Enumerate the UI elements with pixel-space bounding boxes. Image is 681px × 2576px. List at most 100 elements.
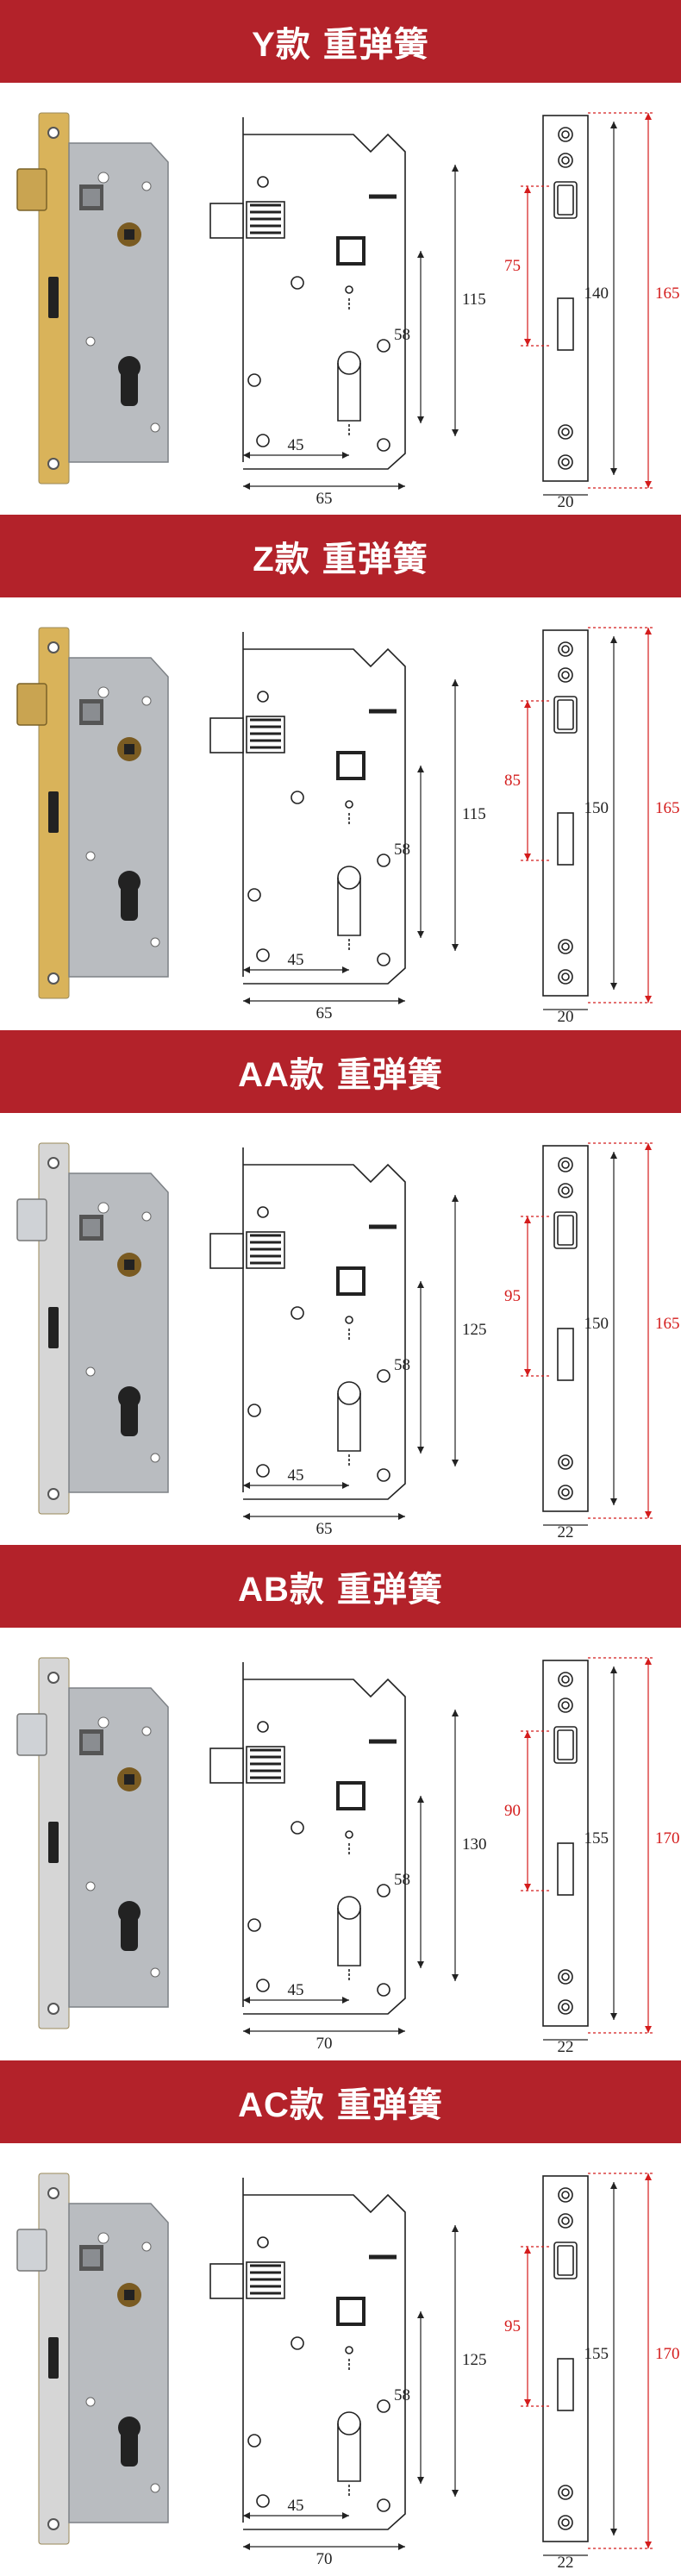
section-header: AA款 重弹簧: [0, 1030, 681, 1113]
model-label: Y款: [252, 26, 311, 64]
backset-dim: 45: [288, 2497, 304, 2515]
backset-dim: 45: [288, 1466, 304, 1485]
plate-height-dim: 150: [584, 1315, 609, 1333]
faceplate-dimensions: [521, 1142, 655, 1526]
side-drawing: [209, 1662, 406, 2015]
latch-bolt: [16, 168, 47, 211]
section-header: Y款 重弹簧: [0, 0, 681, 83]
screw-hole-icon: [47, 1488, 59, 1500]
section-header: AB款 重弹簧: [0, 1545, 681, 1628]
cylinder-spacing-dim: 58: [394, 1356, 410, 1374]
model-label: Z款: [253, 541, 310, 578]
plate-total-dim: 165: [655, 284, 680, 303]
cylinder-spacing-dim: 58: [394, 1871, 410, 1889]
latch-bolt: [16, 2229, 47, 2272]
screw-hole-icon: [47, 1157, 59, 1169]
lock-diagram: 45 70 58 130: [16, 1657, 680, 2056]
lock-photo: [16, 112, 169, 485]
plate-height-dim: 150: [584, 799, 609, 817]
faceplate-drawing: [542, 1145, 589, 1512]
lock-photo: [16, 1657, 169, 2029]
body-height-dim: 115: [462, 805, 486, 823]
lock-section: AA款 重弹簧: [0, 1030, 681, 1545]
plate-height-dim: 140: [584, 284, 609, 303]
side-drawing: [209, 1147, 406, 1500]
side-dimensions: [243, 1195, 459, 1520]
plate-width-dim: 20: [558, 1008, 574, 1026]
screw-hole-icon: [47, 2187, 59, 2199]
latch-gap-dim: 90: [504, 1802, 521, 1820]
side-drawing: [209, 632, 406, 985]
faceplate-drawing: [542, 1660, 589, 2027]
latch-gap-dim: 85: [504, 772, 521, 790]
latch-gap-dim: 75: [504, 257, 521, 275]
lock-diagram: 45 65 58 125: [16, 1142, 680, 1541]
plate-total-dim: 165: [655, 1315, 680, 1333]
latch-bolt: [16, 683, 47, 726]
lock-diagram: 45 65 58 115: [16, 112, 680, 511]
lock-diagram: 45 70 58 125: [16, 2173, 680, 2572]
latch-gap-dim: 95: [504, 1287, 521, 1305]
plate-total-dim: 170: [655, 2345, 680, 2363]
screw-hole-icon: [47, 972, 59, 985]
side-drawing: [209, 2178, 406, 2530]
screw-hole-icon: [47, 2003, 59, 2015]
lock-section: AC款 重弹簧: [0, 2060, 681, 2575]
backset-dim: 45: [288, 951, 304, 969]
body-width-dim: 70: [316, 2035, 333, 2053]
body-height-dim: 125: [462, 2351, 487, 2369]
body-height-dim: 130: [462, 1835, 487, 1854]
body-width-dim: 70: [316, 2550, 333, 2568]
model-label: AC款: [238, 2086, 325, 2124]
lock-section: AB款 重弹簧: [0, 1545, 681, 2060]
model-label: AB款: [238, 1571, 325, 1609]
cylinder-spacing-dim: 58: [394, 2386, 410, 2404]
backset-dim: 45: [288, 436, 304, 454]
plate-height-dim: 155: [584, 1829, 609, 1848]
latch-gap-dim: 95: [504, 2317, 521, 2335]
lock-section: Y款 重弹簧: [0, 0, 681, 515]
faceplate-dimensions: [521, 2173, 655, 2556]
model-label: AA款: [238, 1056, 325, 1094]
spring-label: 重弹簧: [322, 541, 428, 578]
plate-width-dim: 22: [558, 1523, 574, 1541]
side-dimensions: [243, 679, 459, 1004]
screw-hole-icon: [47, 458, 59, 470]
spring-label: 重弹簧: [336, 2086, 443, 2124]
faceplate-dimensions: [521, 112, 655, 496]
plate-width-dim: 20: [558, 493, 574, 511]
lock-diagram: 45 65 58 115: [16, 627, 680, 1026]
cylinder-spacing-dim: 58: [394, 841, 410, 859]
body-width-dim: 65: [316, 1004, 333, 1022]
section-header: Z款 重弹簧: [0, 515, 681, 597]
lock-section: Z款 重弹簧: [0, 515, 681, 1029]
body-height-dim: 115: [462, 291, 486, 309]
plate-total-dim: 170: [655, 1829, 680, 1848]
plate-width-dim: 22: [558, 2554, 574, 2572]
screw-hole-icon: [47, 641, 59, 653]
side-drawing: [209, 117, 406, 470]
side-dimensions: [243, 2225, 459, 2550]
screw-hole-icon: [47, 1672, 59, 1684]
lock-photo: [16, 2173, 169, 2545]
screw-hole-icon: [47, 127, 59, 139]
lock-photo: [16, 627, 169, 999]
plate-height-dim: 155: [584, 2345, 609, 2363]
latch-bolt: [16, 1198, 47, 1241]
screw-hole-icon: [47, 2518, 59, 2530]
body-width-dim: 65: [316, 1520, 333, 1538]
side-dimensions: [243, 165, 459, 490]
cylinder-spacing-dim: 58: [394, 326, 410, 344]
body-width-dim: 65: [316, 490, 333, 508]
side-dimensions: [243, 1710, 459, 2035]
faceplate-dimensions: [521, 1657, 655, 2041]
lock-photo: [16, 1142, 169, 1515]
spring-label: 重弹簧: [322, 26, 429, 64]
body-height-dim: 125: [462, 1321, 487, 1339]
latch-bolt: [16, 1713, 47, 1756]
plate-width-dim: 22: [558, 2038, 574, 2056]
faceplate-drawing: [542, 115, 589, 482]
faceplate-dimensions: [521, 627, 655, 1010]
faceplate-drawing: [542, 2175, 589, 2542]
section-header: AC款 重弹簧: [0, 2060, 681, 2143]
